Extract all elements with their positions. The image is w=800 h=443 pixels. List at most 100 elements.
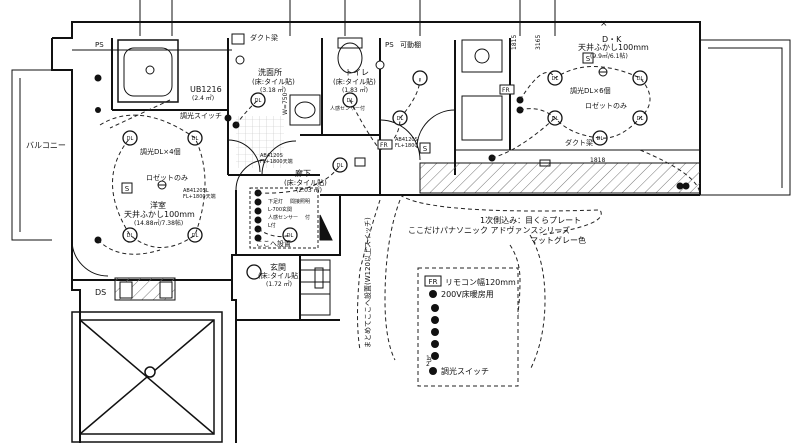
label-dk-ceiling: 天井ふかし100mm [578, 42, 649, 52]
label-washroom-floor: (床:タイル貼) [252, 77, 295, 86]
cross-mark: × [600, 19, 608, 29]
label-fr-mid: FR [380, 142, 388, 149]
washroom-tile [236, 116, 284, 168]
dl-ent [246, 264, 262, 280]
dl-corr-1 [332, 157, 348, 173]
balcony-right [700, 39, 791, 196]
outer-walls [51, 21, 701, 443]
label-fr-right: FR [502, 87, 510, 94]
sw-cluster-5: ここへ設置 [256, 239, 291, 248]
legend-items: FR リモコン幅120mm 200V床暖房用 調光スイッチ 1 2 3 [424, 275, 516, 376]
dl-western-1 [122, 130, 138, 146]
kitchen-hatch-strip [419, 162, 701, 194]
balcony-left [11, 69, 52, 241]
label-dk-area: (9.9㎡/6.1帖) [590, 52, 628, 60]
label-dim-1815: 1815 [511, 35, 518, 50]
door-swings [71, 109, 456, 277]
note-line1: 1次側込み：目くらプレート [480, 215, 581, 225]
label-duct-top: ダクト梁 [250, 33, 278, 42]
dl-corr-2 [282, 227, 298, 243]
label-dim-3165: 3165 [535, 35, 542, 50]
legend-fr: FR [429, 278, 438, 286]
label-ab-corr-fl: FL+1800天端 [260, 158, 293, 165]
legend-num-3: 3 [428, 357, 432, 364]
label-dim-1818: 1818 [590, 157, 605, 164]
kitchen-counter [454, 149, 701, 164]
room-labels: UB1216 (2.4 ㎡) 洗面所 (床:タイル貼) (3.18 ㎡) トイレ… [124, 35, 649, 288]
switch-cluster-box [249, 187, 319, 249]
label-ps-mid: PS [385, 41, 394, 49]
label-small-sensor: 人感センサー付 [330, 105, 365, 112]
label-balcony: バルコニー [26, 141, 66, 150]
dl-text-11: DL [637, 76, 644, 82]
legend-dimmer: 調光スイッチ [441, 366, 489, 376]
label-entrance-area: (1.72 ㎡) [266, 280, 292, 288]
label-outlet-right: ロゼットのみ [585, 101, 627, 110]
label-dk: D・K [602, 35, 622, 44]
toilet-fixture [337, 37, 363, 74]
label-ub-area: (2.4 ㎡) [192, 94, 214, 102]
dl-text-10: DL [552, 76, 559, 82]
label-dl6: 調光DL×6個 [570, 86, 611, 95]
dl-text-9: DL [397, 116, 404, 122]
socket-s-marks [121, 52, 594, 194]
storage-box [71, 311, 223, 443]
socket-s-3: S [423, 145, 428, 153]
label-ab-corr: AB4120S [260, 153, 283, 159]
label-corridor-floor: (床:タイル貼) [284, 178, 327, 187]
label-ps-left: PS [95, 41, 104, 49]
rosette-lights [157, 55, 608, 190]
dl-text-2: DL [192, 136, 199, 142]
dl-text-7: DL [337, 163, 344, 169]
legend-num-2: 2 [426, 361, 430, 368]
note-line3: マットグレー色 [530, 235, 586, 245]
label-dimmer-sw-left: 調光スイッチ [180, 111, 222, 120]
label-entrance-floor: (床:タイル貼) [258, 271, 301, 280]
dl-text-3: DL [127, 233, 134, 239]
label-ab-left-fl: FL+1800天端 [183, 193, 216, 200]
label-toilet-area: (1.83 ㎡) [342, 86, 368, 94]
dl-text-12: DL [552, 116, 559, 122]
socket-s-1: S [125, 185, 130, 193]
label-w750: W=750 [282, 92, 289, 115]
dl-western-3 [122, 227, 138, 243]
label-movable-shelf: 可動棚 [400, 40, 421, 49]
label-toilet-floor: (床:タイル貼) [333, 77, 376, 86]
dl-text-8: DL [287, 233, 294, 239]
unit-bath [117, 39, 179, 103]
washbasin [289, 94, 321, 126]
sw-cluster-1b: 間接照明 [290, 198, 310, 205]
label-western-ceiling: 天井ふかし100mm [124, 209, 195, 219]
label-dl4: 調光DL×4個 [140, 147, 181, 156]
label-vertical-note: まとめてここへ設置(W120以上スイッチ) [363, 217, 372, 348]
label-outlet-left: ロゼットのみ [146, 173, 188, 182]
dl-text-4: DL [192, 233, 199, 239]
sw-cluster-3: 人感センサー [268, 214, 298, 221]
label-corridor-area: (2.03 ㎡) [296, 186, 322, 194]
label-corridor: 廊下 [295, 168, 311, 178]
legend-num-1: 1 [426, 355, 430, 362]
misc-marks [119, 33, 551, 299]
legend-200v: 200V床暖房用 [441, 289, 494, 299]
dl-text-14: DL [597, 136, 604, 142]
label-western: 洋室 [150, 200, 166, 210]
socket-s-2: S [586, 55, 591, 63]
dl-text-13: DL [637, 116, 644, 122]
legend-remote: リモコン幅120mm [445, 277, 516, 287]
dl-western-4 [187, 227, 203, 243]
note-line2: ここだけパナソニック アドヴァンスシリーズ [408, 225, 570, 235]
label-ab-left: AB4120SL [183, 188, 209, 194]
kitchen-sink [461, 39, 503, 141]
sw-cluster-2: L-700玄関 [268, 206, 292, 213]
dl-text-5: DL [255, 98, 262, 104]
label-ub: UB1216 [190, 85, 222, 94]
entrance-stairs [299, 214, 333, 316]
label-toilet: トイレ [345, 68, 369, 77]
label-washroom: 洗面所 [258, 67, 282, 77]
label-entrance: 玄関 [270, 262, 286, 272]
label-western-area: (14.88㎡/7.38帖) [134, 219, 183, 227]
label-duct-beam: ダクト梁 [565, 138, 593, 147]
label-ab-mid: AB4120S [395, 137, 418, 143]
top-sleeves [139, 0, 556, 36]
